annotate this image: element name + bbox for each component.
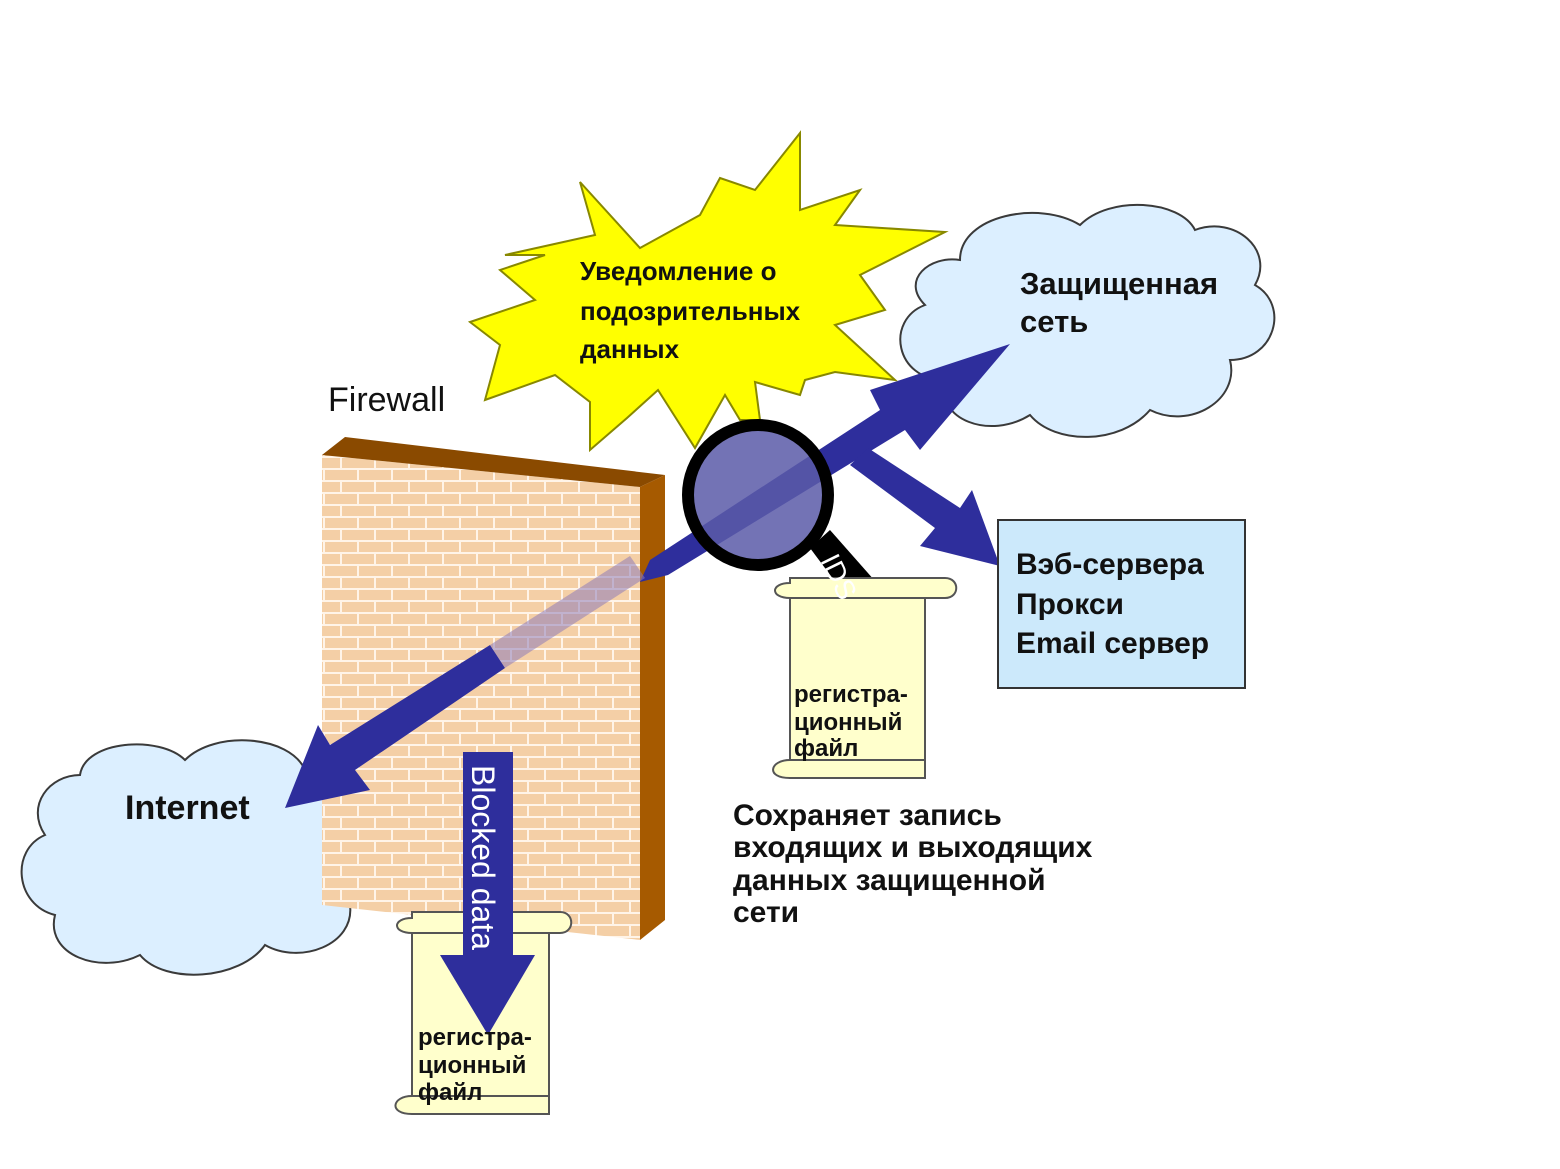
svg-text:Уведомление о: Уведомление о: [580, 256, 776, 286]
svg-text:данных: данных: [580, 334, 680, 364]
svg-text:Вэб-сервера: Вэб-сервера: [1016, 548, 1204, 581]
servers-label: Вэб-сервера Прокси Email сервер: [1016, 548, 1209, 660]
svg-text:ционный: ционный: [794, 709, 902, 736]
firewall-log-label: регистра- ционный файл: [418, 1024, 532, 1106]
svg-text:Email сервер: Email сервер: [1016, 627, 1209, 660]
blocked-data-label: Blocked data: [465, 765, 501, 950]
description-label: Сохраняет запись входящих и выходящих да…: [733, 799, 1093, 929]
servers-arrow: [850, 448, 1000, 566]
svg-text:данных защищенной: данных защищенной: [733, 864, 1046, 897]
svg-text:подозрительных: подозрительных: [580, 296, 801, 326]
ids-log-label: регистра- ционный файл: [794, 681, 908, 762]
protected-network-label: Защищенная сеть: [1020, 266, 1218, 339]
internet-arrow: [285, 645, 505, 808]
firewall-label: Firewall: [328, 381, 445, 419]
svg-text:файл: файл: [418, 1079, 482, 1106]
svg-text:Защищенная: Защищенная: [1020, 266, 1218, 301]
svg-text:регистра-: регистра-: [794, 681, 908, 708]
svg-text:ционный: ционный: [418, 1052, 526, 1079]
alert-label: Уведомление о подозрительных данных: [580, 256, 801, 364]
svg-text:сеть: сеть: [1020, 304, 1088, 339]
svg-text:Прокси: Прокси: [1016, 588, 1124, 621]
svg-text:входящих и выходящих: входящих и выходящих: [733, 831, 1093, 864]
svg-text:Сохраняет запись: Сохраняет запись: [733, 799, 1002, 832]
firewall-wall: [322, 437, 665, 940]
ids-log-scroll: [772, 577, 958, 779]
blocked-data-arrow: [440, 752, 535, 1035]
alert-burst: [467, 130, 949, 453]
protected-network-cloud: [899, 203, 1276, 438]
svg-text:регистра-: регистра-: [418, 1024, 532, 1051]
internet-label: Internet: [125, 789, 250, 827]
servers-box: [997, 519, 1246, 689]
svg-text:файл: файл: [794, 735, 858, 762]
svg-text:сети: сети: [733, 896, 799, 929]
